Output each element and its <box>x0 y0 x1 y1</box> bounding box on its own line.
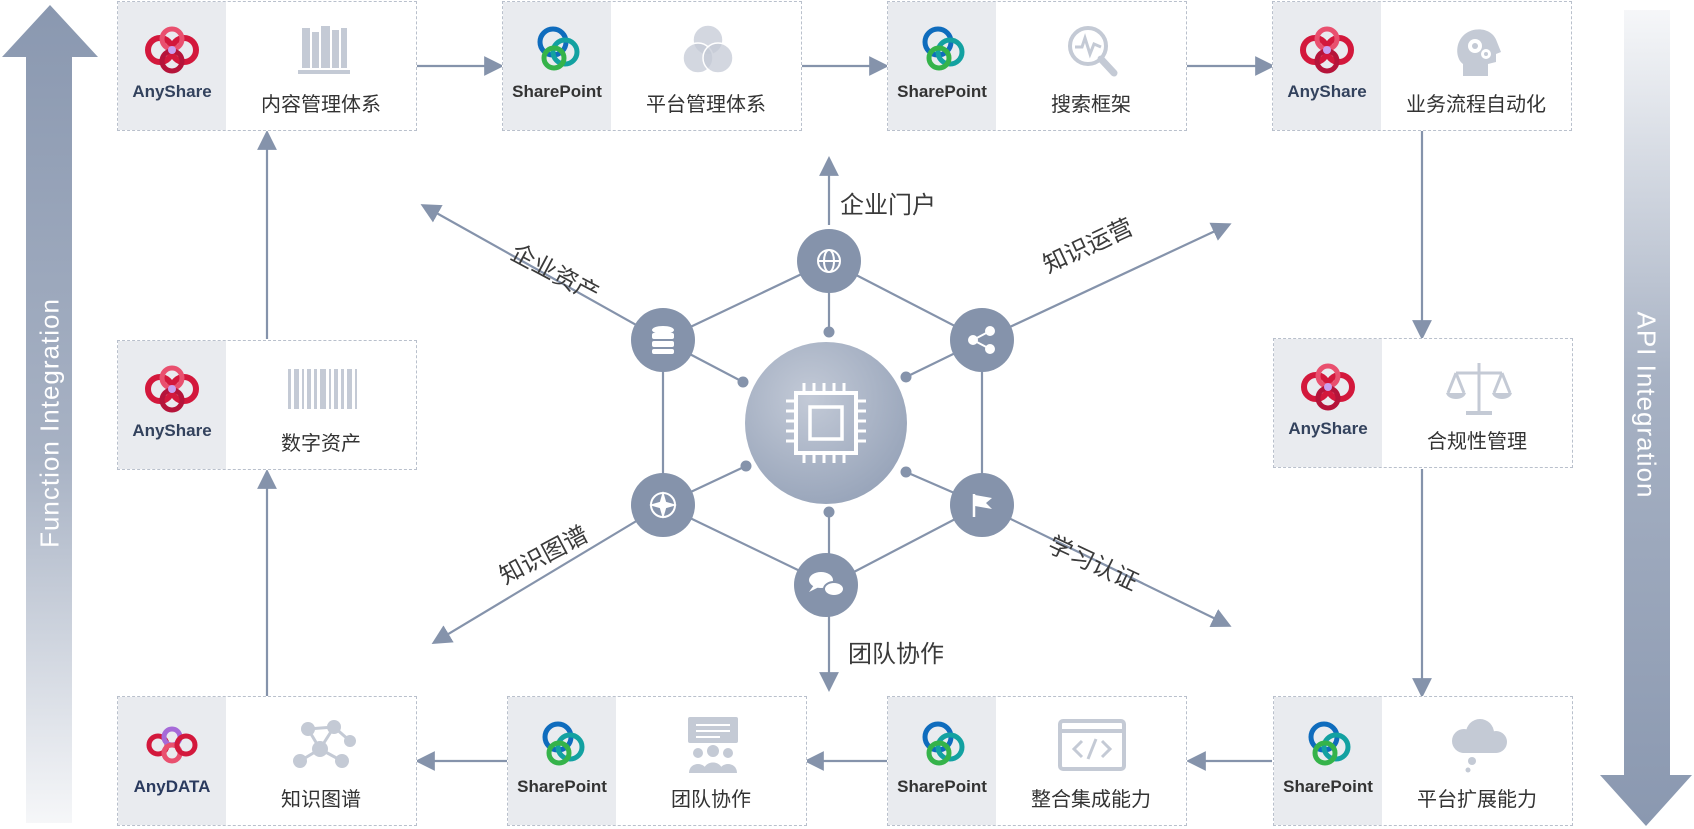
sharepoint-logo-icon <box>1300 717 1356 773</box>
anyshare-logo-icon <box>1300 359 1356 415</box>
api-integration-axis <box>1600 10 1692 826</box>
brand-panel: SharePoint <box>888 2 996 130</box>
api-integration-label: API Integration <box>1631 311 1662 499</box>
sharepoint-logo-icon <box>534 717 590 773</box>
chat-icon <box>809 572 845 597</box>
sharepoint-logo-icon <box>914 717 970 773</box>
brand-name: AnyShare <box>1288 419 1368 438</box>
anyshare-logo-icon <box>1299 22 1355 78</box>
function-integration-label: Function Integration <box>34 298 65 548</box>
compass-icon <box>649 491 677 519</box>
cloud-icon <box>1452 719 1507 773</box>
hub-node-knowledge-ops <box>950 308 1014 372</box>
card-workflow-automation: AnyShare 业务流程自动化 <box>1272 1 1572 131</box>
brand-name: AnyShare <box>1287 82 1367 101</box>
card-label: 团队协作 <box>671 789 751 811</box>
sharepoint-logo-icon <box>529 22 585 78</box>
head-gears-icon <box>1457 29 1501 76</box>
globe-icon <box>817 249 841 273</box>
card-label: 平台管理体系 <box>646 94 766 116</box>
brand-panel: SharePoint <box>508 697 616 825</box>
card-label: 数字资产 <box>281 433 361 455</box>
brand-name: AnyDATA <box>133 777 211 796</box>
share-icon <box>968 326 995 354</box>
central-hub <box>745 342 907 504</box>
brand-name: AnyShare <box>132 82 212 101</box>
brand-name: SharePoint <box>512 82 602 101</box>
card-platform-extension: SharePoint 平台扩展能力 <box>1273 696 1573 826</box>
ray-label-teamwork: 团队协作 <box>848 641 944 668</box>
card-team-collab: SharePoint 团队协作 <box>507 696 807 826</box>
barcode-icon <box>288 369 357 409</box>
hub-node-teamwork <box>794 553 858 617</box>
database-icon <box>652 326 674 354</box>
card-compliance: AnyShare 合规性管理 <box>1273 338 1573 468</box>
brand-panel: AnyShare <box>1273 2 1381 130</box>
venn-icon <box>682 24 734 74</box>
anyshare-logo-icon <box>144 361 200 417</box>
hub-node-learning <box>950 473 1014 537</box>
books-icon <box>298 26 350 74</box>
brand-name: SharePoint <box>1283 777 1373 796</box>
sharepoint-logo-icon <box>914 22 970 78</box>
card-label: 内容管理体系 <box>261 94 381 116</box>
hub-connector-dots <box>737 326 912 518</box>
card-content-mgmt: AnyShare 内容管理体系 <box>117 1 417 131</box>
card-label: 合规性管理 <box>1427 431 1527 453</box>
brand-panel: AnyDATA <box>118 697 226 825</box>
flag-icon <box>972 494 992 517</box>
card-platform-mgmt: SharePoint 平台管理体系 <box>502 1 802 131</box>
presentation-icon <box>688 717 738 773</box>
card-integration: SharePoint 整合集成能力 <box>887 696 1187 826</box>
brand-name: SharePoint <box>897 777 987 796</box>
card-knowledge-graph: AnyDATA 知识图谱 <box>117 696 417 826</box>
card-label: 知识图谱 <box>281 789 361 811</box>
hub-node-kg <box>631 473 695 537</box>
card-label: 业务流程自动化 <box>1406 94 1546 116</box>
brand-panel: AnyShare <box>118 341 226 469</box>
card-digital-assets: AnyShare 数字资产 <box>117 340 417 470</box>
card-label: 平台扩展能力 <box>1417 789 1537 811</box>
hub-node-portal <box>797 229 861 293</box>
ray-label-portal: 企业门户 <box>840 192 936 219</box>
chip-icon <box>786 383 866 463</box>
brand-name: SharePoint <box>897 82 987 101</box>
hub-node-assets <box>631 308 695 372</box>
function-integration-axis <box>2 5 98 823</box>
network-icon <box>293 720 356 768</box>
brand-panel: SharePoint <box>503 2 611 130</box>
search-pulse-icon <box>1068 26 1118 77</box>
brand-name: AnyShare <box>132 421 212 440</box>
brand-panel: SharePoint <box>1274 697 1382 825</box>
card-label: 整合集成能力 <box>1031 789 1151 811</box>
card-label: 搜索框架 <box>1051 94 1131 116</box>
brand-panel: SharePoint <box>888 697 996 825</box>
card-search-framework: SharePoint 搜索框架 <box>887 1 1187 131</box>
anyshare-logo-icon <box>144 22 200 78</box>
brand-panel: AnyShare <box>1274 339 1382 467</box>
brand-name: SharePoint <box>517 777 607 796</box>
code-window-icon <box>1058 719 1126 771</box>
scales-icon <box>1446 363 1512 415</box>
anydata-logo-icon <box>144 717 200 773</box>
flow-connectors <box>257 56 1432 771</box>
brand-panel: AnyShare <box>118 2 226 130</box>
